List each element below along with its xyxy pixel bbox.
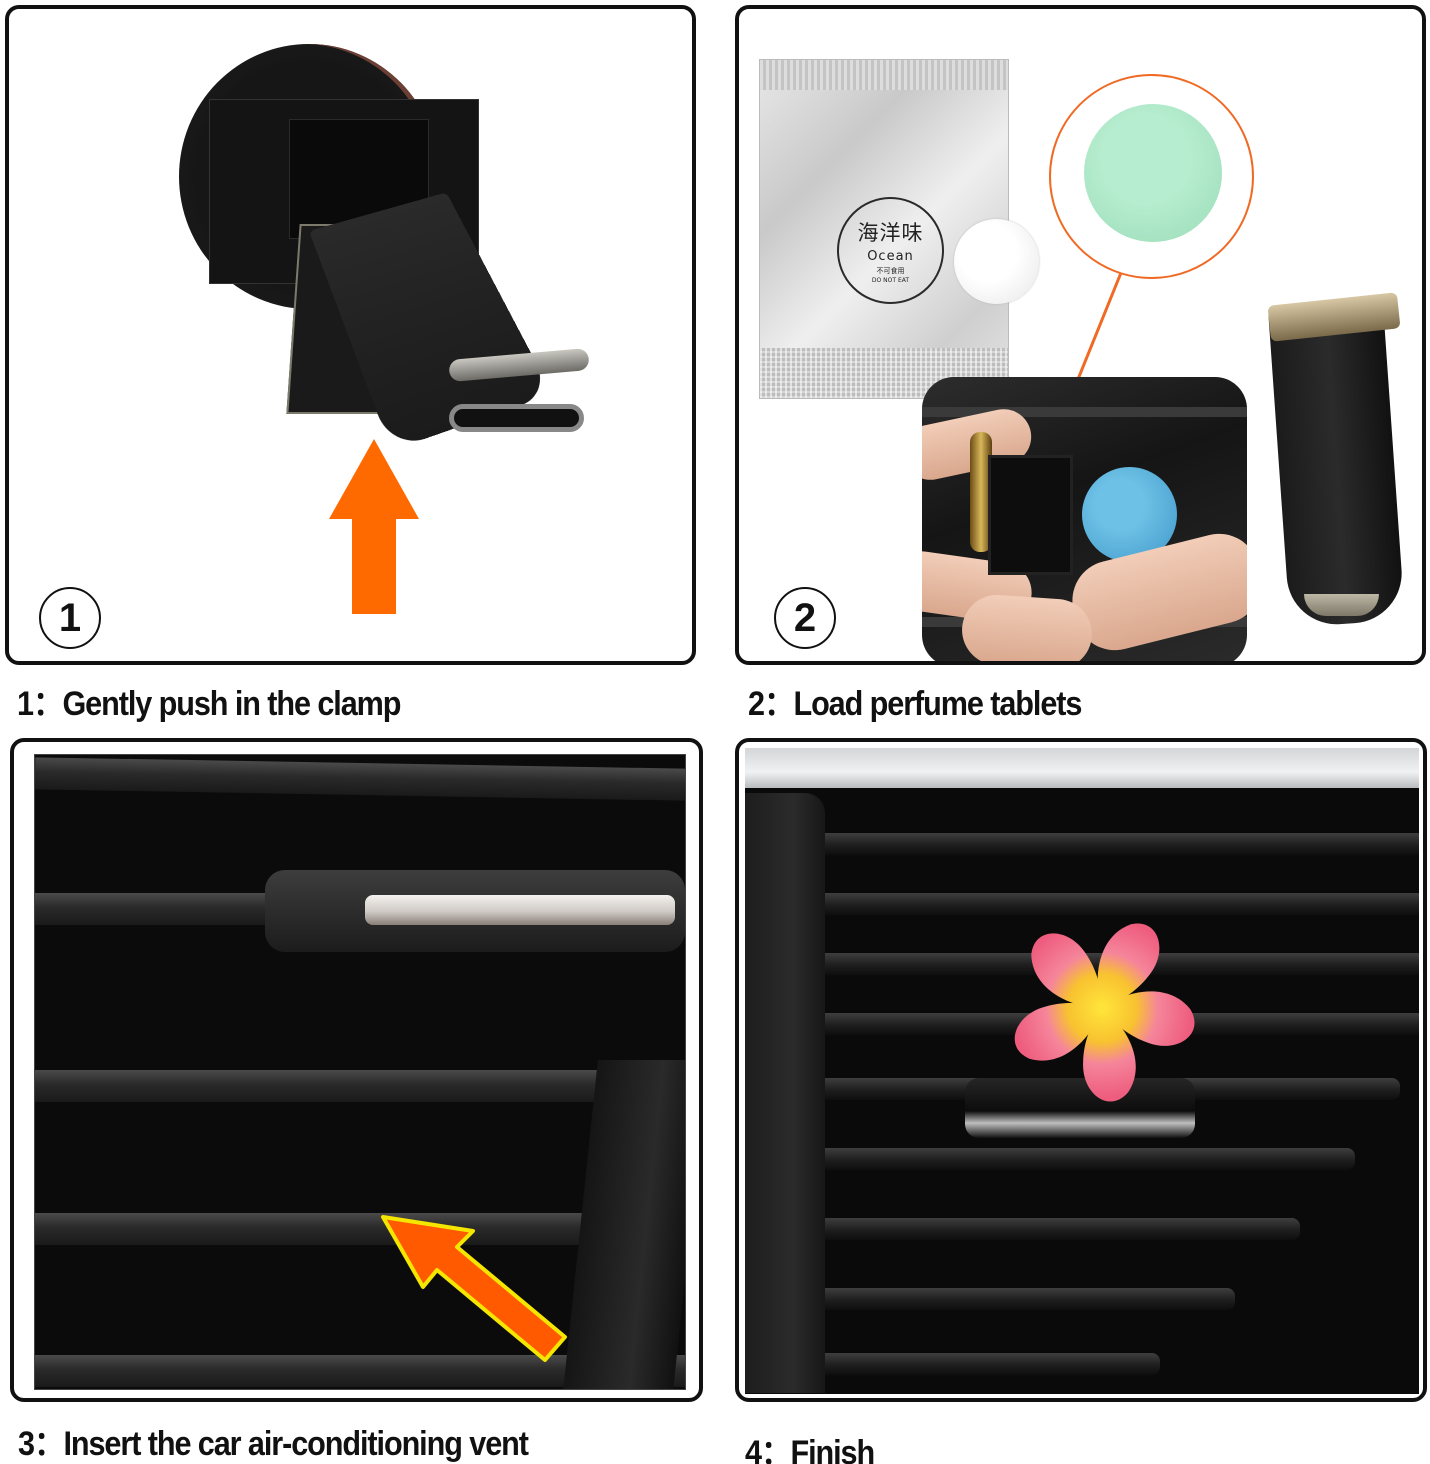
green-tablet <box>1084 104 1222 242</box>
clip-tab-rim-lower <box>449 404 584 432</box>
up-arrow-icon <box>329 439 419 614</box>
highlight-ring <box>1049 74 1254 279</box>
step-4-panel <box>735 738 1427 1402</box>
white-tablet <box>954 219 1039 304</box>
vent-slat <box>815 833 1419 855</box>
vent-slat <box>785 1288 1235 1310</box>
vent-clip-side <box>1267 300 1406 628</box>
sachet-warning-cn: 不可食用 <box>876 267 905 275</box>
vent-slat <box>35 1070 685 1102</box>
step-2-panel: 海洋味 Ocean 不可食用 DO NOT EAT 2 <box>735 5 1426 665</box>
step-3-caption: 3：Insert the car air-conditioning vent <box>18 1425 529 1463</box>
vent-slat <box>815 893 1419 915</box>
vent-clip-metal-bar <box>365 895 675 925</box>
vent-slat <box>790 1218 1300 1240</box>
step-1-panel: 1 <box>5 5 696 665</box>
finger <box>959 592 1095 661</box>
step-4-caption: 4：Finish <box>745 1434 875 1464</box>
vent-slat <box>795 1148 1355 1170</box>
sachet-label: 海洋味 Ocean 不可食用 DO NOT EAT <box>837 197 944 304</box>
vent-slat <box>35 1213 685 1245</box>
vent-slat <box>780 1353 1160 1375</box>
sachet-label-en: Ocean <box>867 249 914 264</box>
loading-photo <box>922 377 1247 661</box>
vent-frame-left <box>745 793 825 1393</box>
sachet-warning-en: DO NOT EAT <box>871 277 910 284</box>
gold-rim <box>970 432 992 552</box>
dashboard-curve <box>1162 991 1419 1394</box>
vent-clip-bottom <box>1304 594 1379 616</box>
clip-holder <box>988 455 1073 575</box>
step-badge-2: 2 <box>774 587 836 649</box>
step-3-panel <box>10 738 703 1402</box>
vent-slat <box>35 757 685 801</box>
step-badge-1: 1 <box>39 587 101 649</box>
diagonal-arrow-icon <box>381 1215 567 1362</box>
step-1-caption: 1：Gently push in the clamp <box>17 685 401 723</box>
finish-photo <box>745 748 1419 1394</box>
sachet-label-cn: 海洋味 <box>857 221 924 245</box>
vent-slat <box>922 407 1247 417</box>
plumeria-flower-icon <box>1014 923 1195 1102</box>
dashboard-trim <box>745 748 1419 788</box>
vent-clip-block <box>562 1060 685 1389</box>
flower-vent-clip <box>965 1078 1195 1138</box>
sachet-crimp-top <box>760 60 1008 90</box>
perfume-sachet: 海洋味 Ocean 不可食用 DO NOT EAT <box>759 59 1009 399</box>
step-2-caption: 2：Load perfume tablets <box>748 685 1082 723</box>
vent-slat <box>35 893 295 925</box>
vent-insert-photo <box>34 754 686 1390</box>
